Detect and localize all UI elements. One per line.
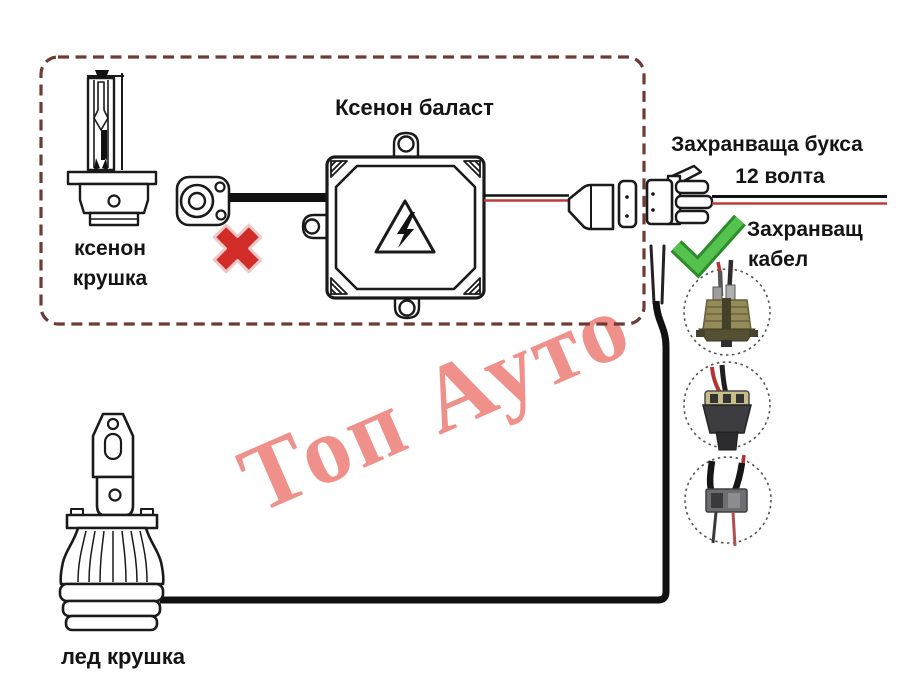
power-socket-label-line1: Захранваща букса xyxy=(671,133,863,156)
xenon-bulb-label-line1: ксенон xyxy=(74,237,146,260)
xenon-bulb-icon xyxy=(66,70,158,227)
high-voltage-icon xyxy=(374,199,436,254)
power-cable-label-line2: кабел xyxy=(748,248,809,271)
xenon-bulb-label-line2: крушка xyxy=(72,267,148,290)
ballast-icon xyxy=(301,131,486,320)
led-bulb-icon xyxy=(58,412,165,632)
dashed-border xyxy=(39,55,646,326)
power-cable-icon xyxy=(649,244,666,305)
power-cable-label-line1: Захранващ xyxy=(747,218,863,241)
main-cable xyxy=(160,300,670,604)
connector-photo-hb4-icon xyxy=(683,259,771,356)
connector-photo-h4-icon xyxy=(683,361,771,451)
check-icon xyxy=(670,214,746,279)
power-socket-label-line2: 12 волта xyxy=(735,165,825,188)
ballast-title: Ксенон баласт xyxy=(335,95,494,120)
cross-icon xyxy=(212,223,263,274)
ballast-output-plug-icon xyxy=(567,179,638,231)
xenon-bulb-label: ксенон крушка xyxy=(50,234,170,294)
power-socket-icon xyxy=(645,164,714,226)
led-bulb-label: лед крушка xyxy=(61,644,185,669)
corner-screws xyxy=(330,160,481,295)
connector-photo-h7-icon xyxy=(684,454,772,547)
igniter-plug-icon xyxy=(175,175,231,227)
